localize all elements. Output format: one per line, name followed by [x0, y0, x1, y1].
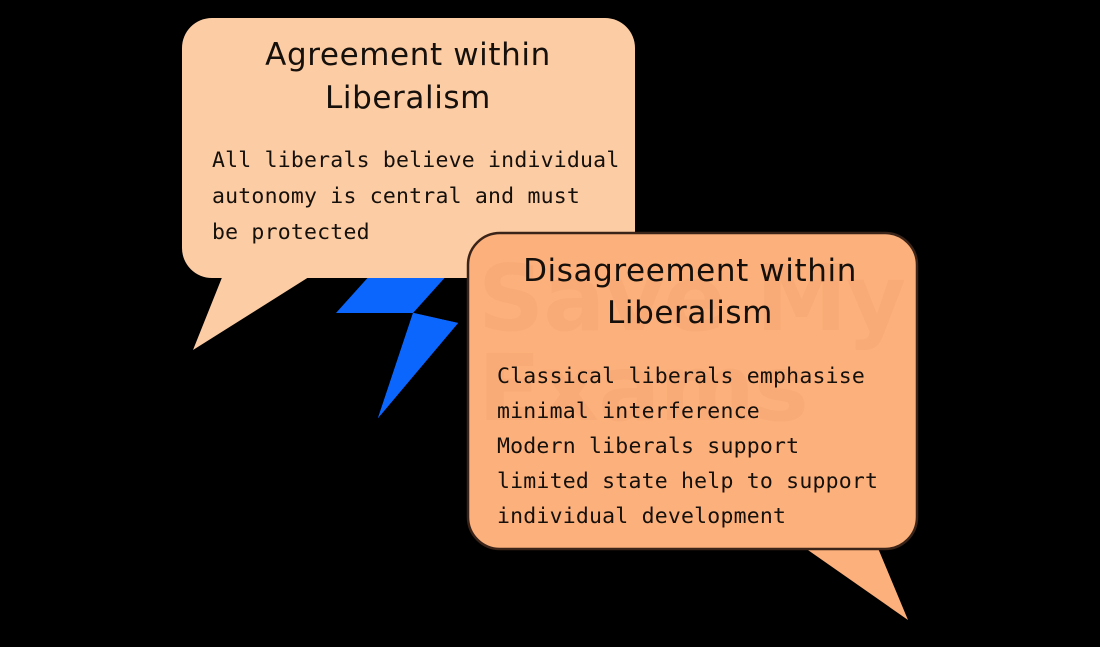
agreement-bubble-shape [182, 18, 635, 278]
disagreement-title-line-2: Liberalism [607, 295, 773, 331]
agreement-body-line-3: be protected [212, 220, 370, 245]
bolt-lower-segment-b [378, 313, 458, 418]
disagreement-body-line-5: individual development [497, 504, 786, 529]
watermark-line1-b2: Save My [478, 245, 905, 352]
watermark-line2-b2: Exams [478, 335, 808, 442]
disagreement-body-line-1: Classical liberals emphasise [497, 364, 865, 389]
disagreement-body-line-4: limited state help to support [497, 469, 878, 494]
disagreement-body-line-2: minimal interference [497, 399, 760, 424]
disagreement-bubble-shape [466, 231, 919, 551]
agreement-bubble-tail [193, 270, 320, 350]
watermark-fragment-bubble2: Save My Exams [478, 245, 906, 442]
disagreement-title-line-1: Disagreement within [523, 253, 857, 289]
agreement-body-line-1: All liberals believe individual [212, 148, 619, 173]
agreement-title-line-2: Liberalism [325, 80, 491, 116]
disagreement-bubble-tail [795, 541, 908, 620]
agreement-title-line-1: Agreement within [265, 37, 551, 73]
lightning-bolt-logo [336, 263, 458, 418]
agreement-speech-bubble[interactable]: Save My Exams Agreement within Liberalis… [182, 18, 905, 442]
disagreement-speech-bubble[interactable]: Save My Exams Disagreement within Libera… [466, 231, 919, 620]
agreement-body-line-2: autonomy is central and must [212, 184, 580, 209]
disagreement-body-line-3: Modern liberals support [497, 434, 799, 459]
